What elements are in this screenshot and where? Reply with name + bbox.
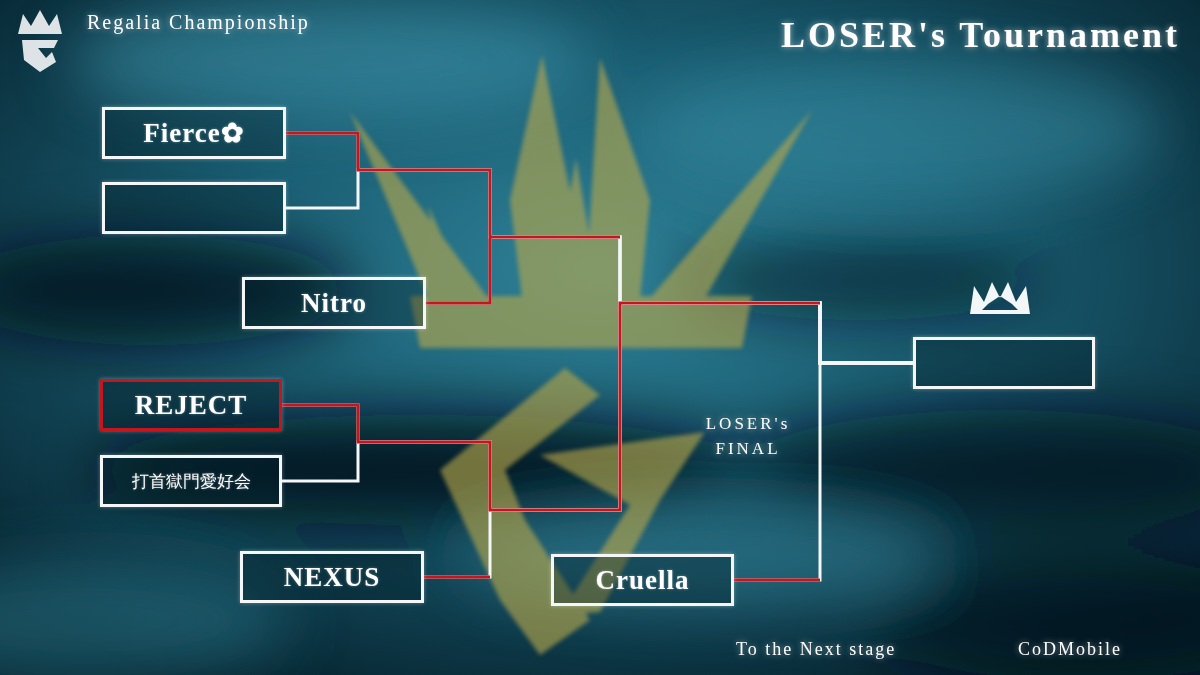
connector-group	[282, 133, 913, 580]
footer-text: CoDMobile	[1018, 636, 1188, 662]
team-name: 打首獄門愛好会	[132, 470, 251, 493]
team-box: REJECT	[100, 379, 282, 431]
winner-path	[423, 576, 490, 579]
bracket-title: LOSER's Tournament	[781, 14, 1180, 56]
winner-path	[733, 579, 820, 582]
crown-spike	[694, 205, 738, 268]
crown-spike	[650, 110, 812, 298]
champion-crown	[970, 282, 1030, 314]
bracket-connector	[282, 303, 913, 510]
team-box: Nitro	[242, 277, 426, 329]
team-box: Cruella	[551, 554, 734, 606]
team-name: Fierce✿	[143, 117, 244, 149]
team-box: 打首獄門愛好会	[100, 455, 282, 507]
team-name: Nitro	[301, 288, 367, 319]
round-label: LOSER's FINAL	[688, 412, 808, 461]
bracket-connector	[282, 303, 913, 510]
team-box: Fierce✿	[102, 107, 286, 159]
logo-crown	[18, 10, 62, 34]
team-box	[913, 337, 1095, 389]
bracket-connector	[734, 363, 913, 580]
team-name: Cruella	[596, 565, 690, 596]
team-name: REJECT	[135, 390, 248, 421]
logo-g	[22, 40, 58, 72]
cloud	[640, 60, 1160, 200]
bracket-connector	[426, 237, 913, 363]
logo-emblem	[18, 10, 62, 72]
crown-spike	[350, 112, 488, 298]
dark-swirl	[860, 560, 1200, 675]
cloud	[70, 0, 590, 120]
winner-path	[281, 303, 820, 510]
crown-spike	[428, 205, 470, 298]
dark-swirl	[740, 410, 1200, 530]
crown-spike	[585, 58, 650, 298]
bracket-connector	[424, 303, 913, 577]
event-name: Regalia Championship	[87, 8, 407, 37]
team-box: NEXUS	[240, 551, 424, 603]
footer-text: To the Next stage	[736, 636, 1006, 662]
winner-highlight	[281, 133, 820, 580]
crown-icon	[970, 282, 1030, 314]
team-box	[102, 182, 286, 234]
team-name: NEXUS	[284, 562, 381, 593]
